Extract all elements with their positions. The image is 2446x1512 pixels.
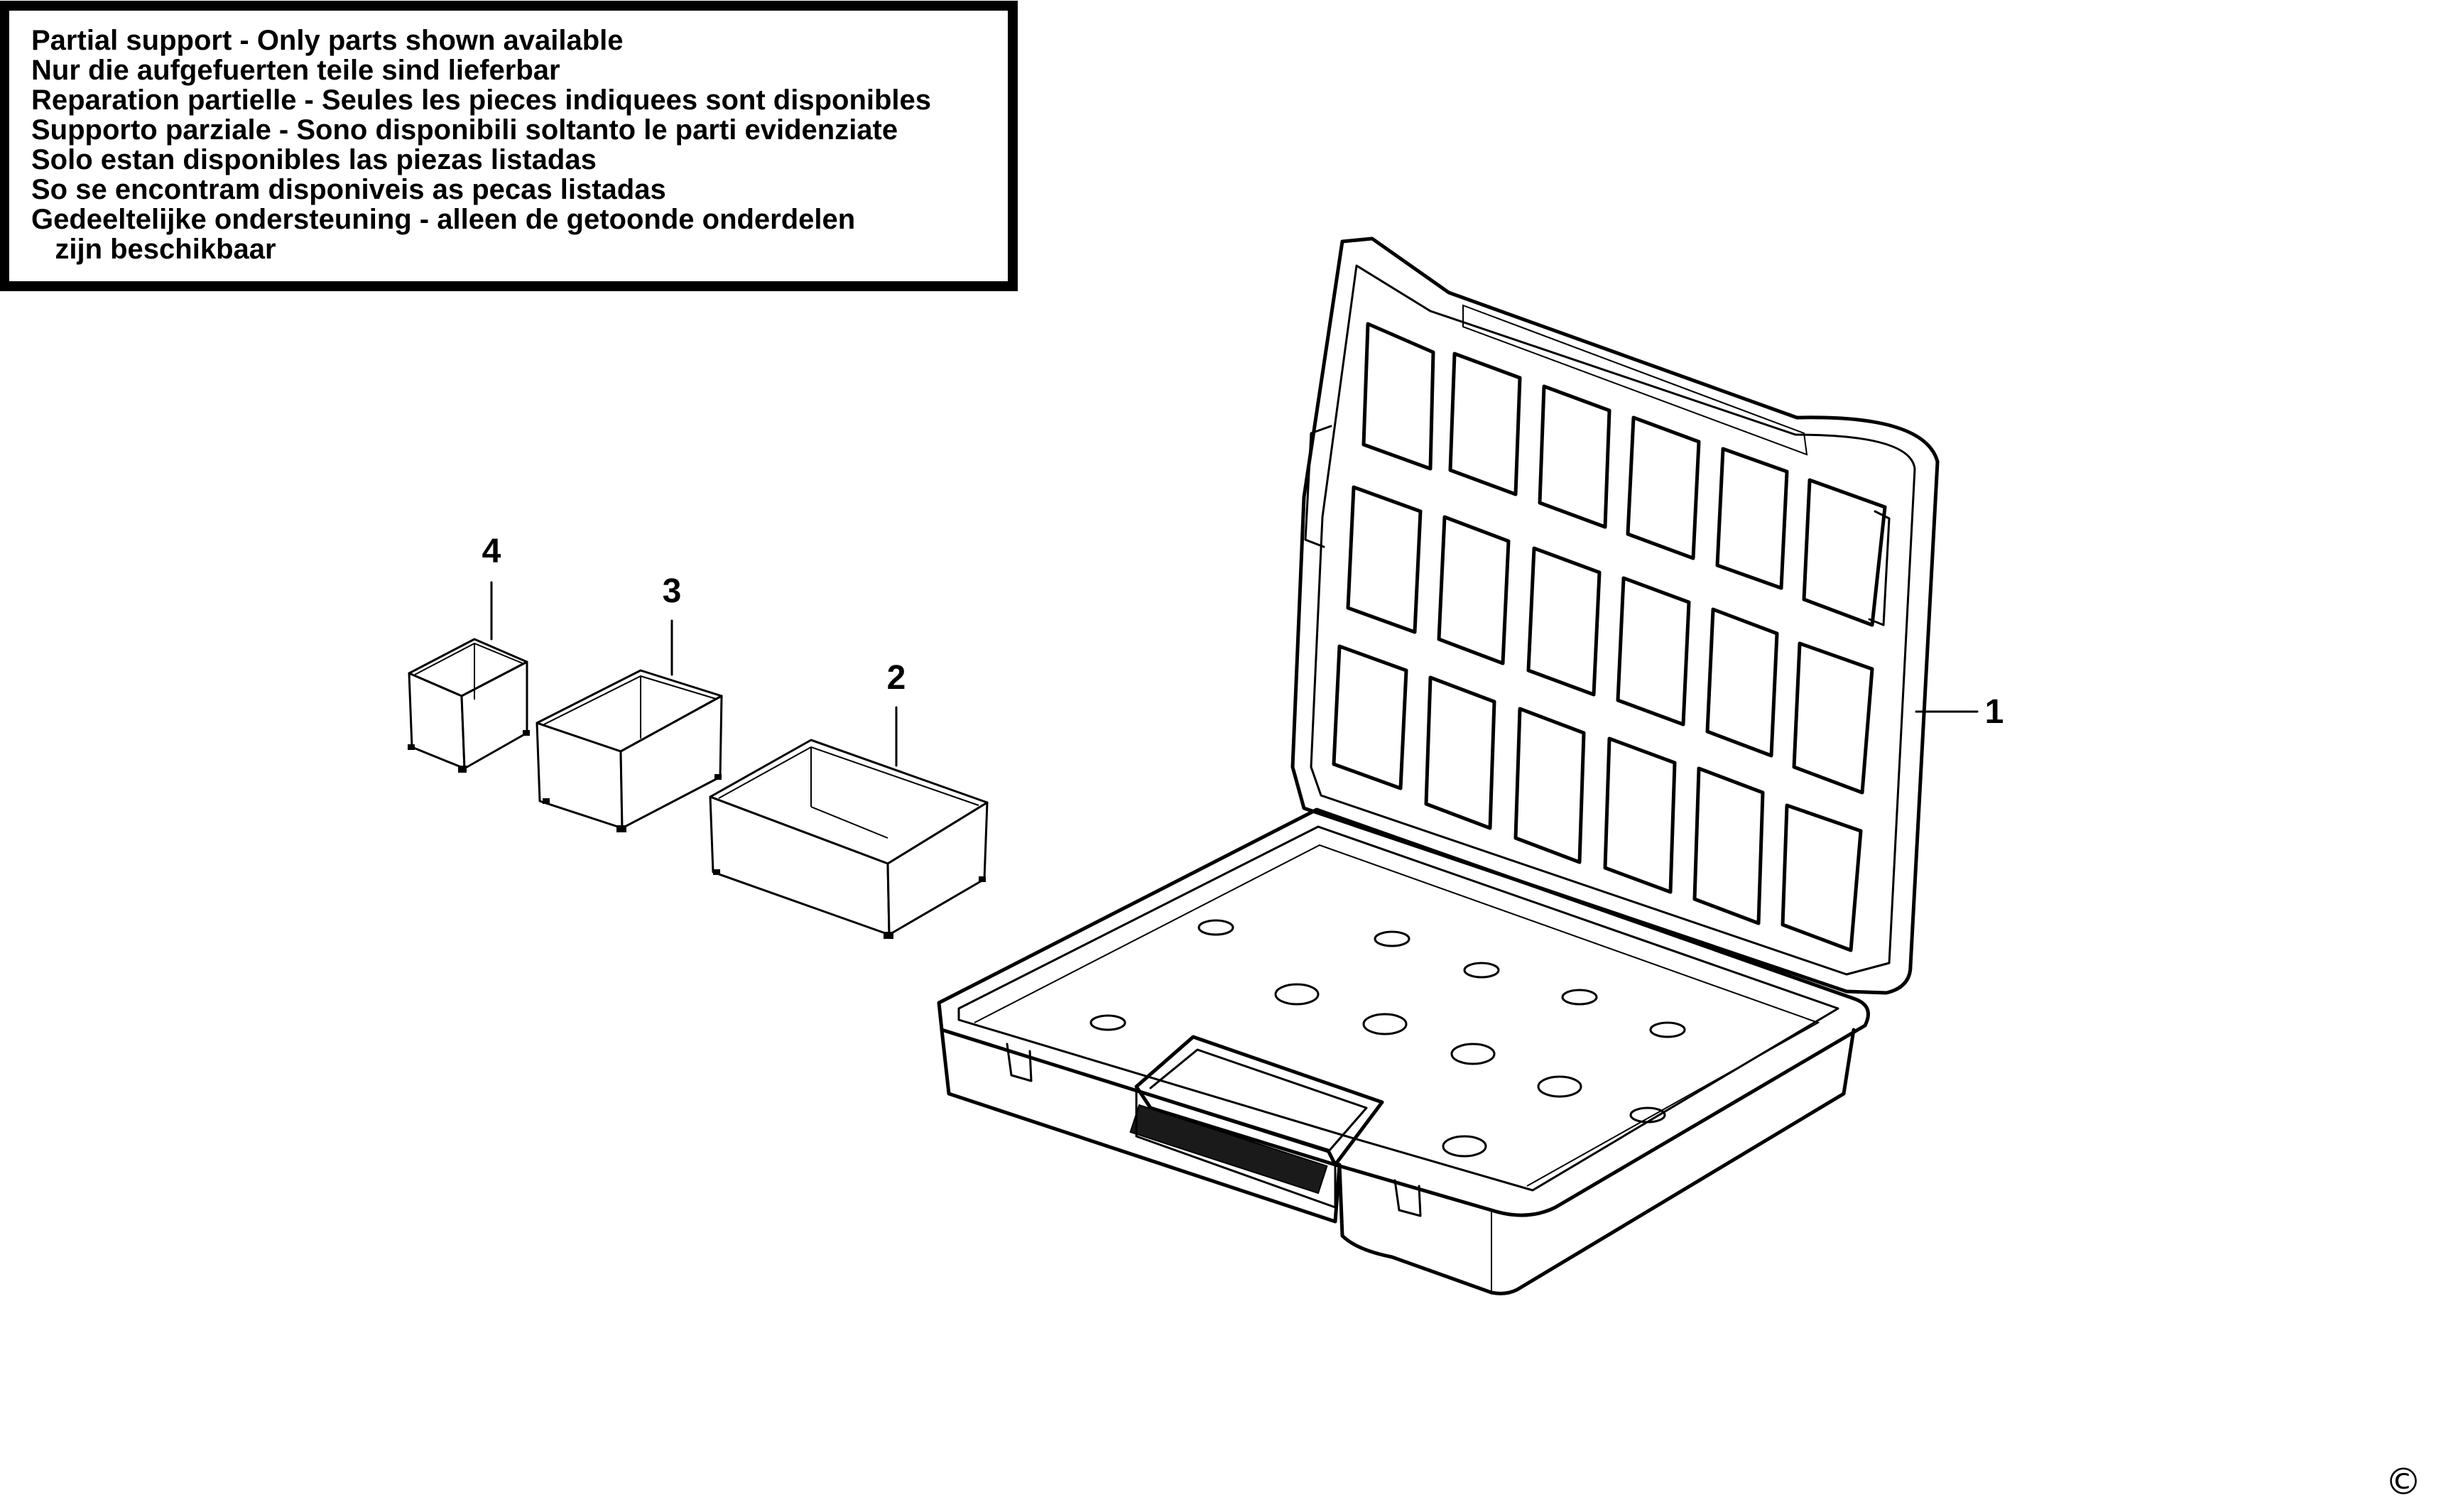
case-handle	[1134, 1035, 1384, 1167]
handle-grip	[1129, 1104, 1328, 1195]
part-case	[937, 236, 1940, 1295]
floor-recesses	[1089, 919, 1686, 1158]
availability-notice: Partial support - Only parts shown avail…	[0, 1, 1018, 291]
notice-line-es: Solo estan disponibles las piezas listad…	[31, 144, 597, 175]
notice-line-pt: So se encontram disponiveis as pecas lis…	[31, 174, 666, 205]
copyright-symbol: ©	[2385, 1461, 2422, 1503]
notice-line-nl-cont: zijn beschikbaar	[31, 234, 276, 265]
part-small-bin	[408, 638, 530, 773]
notice-line-fr: Reparation partielle - Seules les pieces…	[31, 85, 931, 116]
part-large-bin	[709, 739, 989, 939]
notice-border	[0, 1, 1018, 291]
notice-line-en: Partial support - Only parts shown avail…	[31, 25, 624, 56]
case-base	[937, 807, 1870, 1217]
notice-line-de: Nur die aufgefuerten teile sind lieferba…	[31, 55, 560, 86]
notice-line-nl: Gedeeltelijke ondersteuning - alleen de …	[31, 204, 855, 235]
callout-leaders	[490, 581, 1979, 767]
large-bin-foot	[884, 932, 893, 939]
small-bin-foot	[458, 766, 467, 773]
callout-large-bin: 2	[887, 659, 906, 697]
callout-medium-bin: 3	[663, 572, 682, 610]
notice-line-it: Supporto parziale - Sono disponibili sol…	[31, 114, 898, 146]
callout-case: 1	[1985, 693, 2004, 731]
medium-bin-foot	[616, 825, 626, 832]
case-lid	[1290, 236, 1940, 995]
part-medium-bin	[536, 669, 723, 832]
lid-compartments	[1332, 322, 1887, 952]
callout-small-bin: 4	[482, 533, 501, 570]
